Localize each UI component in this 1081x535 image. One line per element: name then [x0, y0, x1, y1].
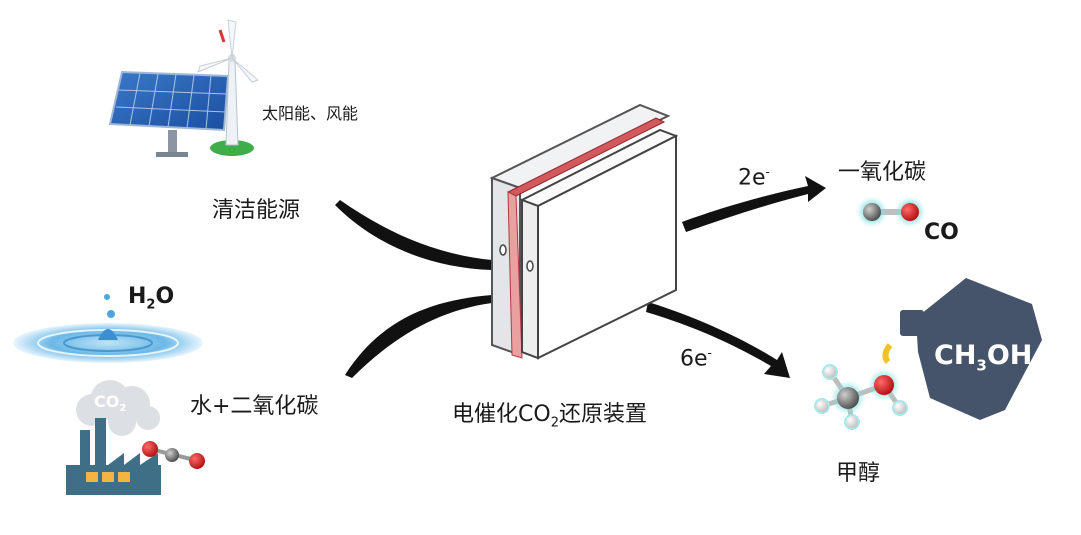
fuel-canister-icon [882, 278, 1042, 420]
co-molecule-icon-factory [142, 441, 205, 469]
electrolyzer-icon [489, 103, 679, 360]
input-arrows [335, 200, 492, 378]
solar-panel-icon [108, 70, 230, 157]
device-label: 电催化CO2还原装置 [452, 402, 647, 431]
solar-wind-label: 太阳能、风能 [262, 104, 359, 123]
water-co2-label: 水+二氧化碳 [190, 394, 319, 419]
electrons-6-label: 6e- [680, 346, 712, 372]
factory-icon [66, 380, 161, 495]
water-drop-icon [13, 294, 203, 363]
methanol-formula: CH3OH [934, 340, 1033, 375]
co-molecule-icon [860, 200, 922, 224]
co-formula: CO [924, 220, 959, 245]
carbon-monoxide-label: 一氧化碳 [838, 160, 927, 185]
water-formula: H2O [128, 284, 175, 313]
wind-turbine-icon [197, 19, 260, 156]
clean-energy-label: 清洁能源 [212, 198, 301, 223]
electrons-2-label: 2e- [738, 165, 770, 191]
output-arrows [646, 176, 826, 378]
methanol-label: 甲醇 [836, 461, 881, 486]
methanol-molecule-icon [814, 364, 908, 430]
factory-co2-formula: CO2 [94, 392, 127, 415]
